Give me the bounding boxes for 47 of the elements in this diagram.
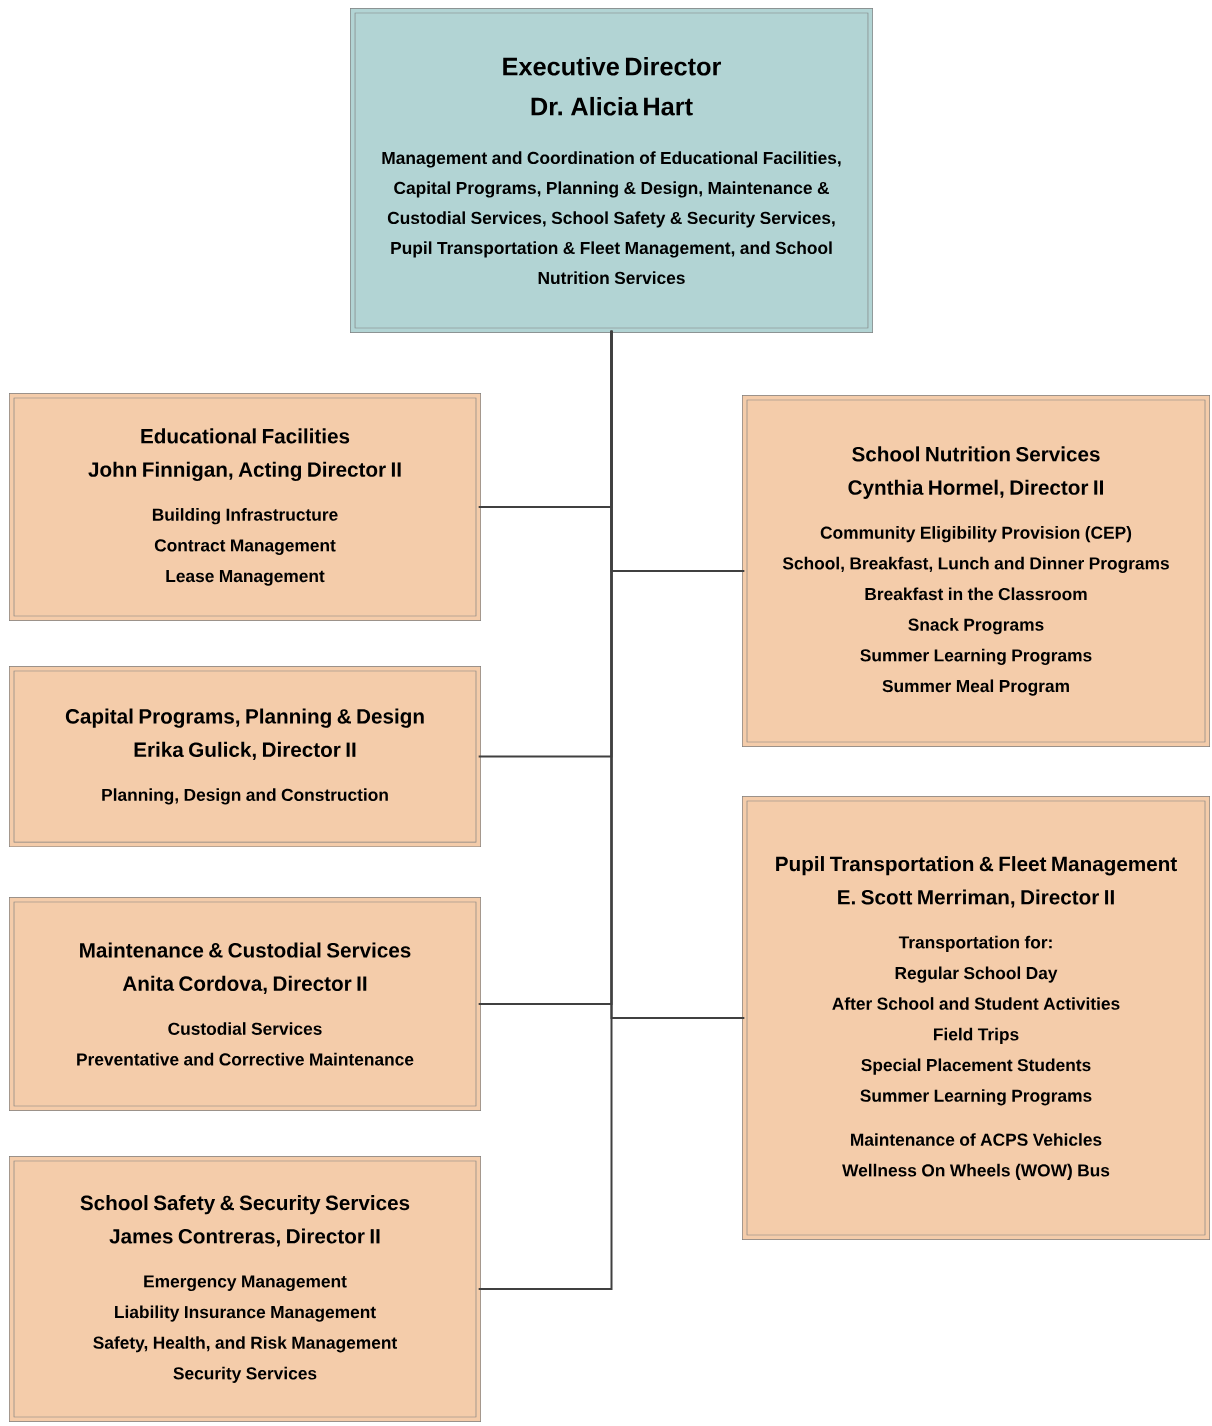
org-box	[742, 395, 1210, 747]
responsibility-item: Maintenance of ACPS Vehicles	[851, 1133, 1102, 1146]
responsibility-item: Field Trips	[934, 1027, 1019, 1044]
director-name: James Contreras, Director II	[109, 1228, 380, 1247]
responsibility-item: Summer Meal Program	[882, 679, 1069, 696]
responsibility-item: School, Breakfast, Lunch and Dinner Programs	[782, 556, 1169, 573]
box-heading: Capital Programs, Planning & Design	[65, 708, 424, 728]
org-box	[742, 796, 1210, 1240]
responsibility-item: Summer Learning Programs	[860, 648, 1092, 665]
responsibility-item: Custodial Services	[168, 1022, 322, 1035]
box-heading: Pupil Transportation & Fleet Management	[776, 856, 1177, 876]
org-box	[9, 393, 481, 621]
org-box	[9, 665, 481, 848]
director-name: E. Scott Merriman, Director II	[838, 889, 1114, 908]
responsibility-item: Liability Insurance Management	[115, 1305, 376, 1322]
responsibility-item: Breakfast in the Classroom	[865, 587, 1087, 601]
box-description: Management and Coordination of Educational Facilities, Capital Programs, Planning & Design, Maintenance & Custodial Services, School Safety & Security Services, Pupil Transportation & Fleet Management, and School Nutrition Services	[382, 151, 841, 285]
director-name: Dr. Alicia Hart	[531, 96, 693, 116]
responsibility-item: Building Infrastructure	[152, 508, 338, 525]
responsibility-item: Regular School Day	[895, 966, 1058, 983]
responsibility-item: Preventative and Corrective Maintenance	[77, 1052, 414, 1066]
director-name: Erika Gulick, Director II	[134, 741, 356, 760]
org-box	[9, 897, 481, 1111]
director-name: Anita Cordova, Director II	[122, 975, 367, 994]
responsibility-item: Security Services	[173, 1366, 317, 1383]
responsibility-item: Transportation for:	[898, 935, 1052, 952]
responsibility-item: Planning, Design and Construction	[102, 788, 388, 805]
responsibility-item: Snack Programs	[908, 618, 1044, 635]
box-heading: Educational Facilities	[141, 428, 350, 444]
connector-line	[477, 329, 613, 1290]
responsibility-item: Safety, Health, and Risk Management	[93, 1336, 397, 1353]
box-heading: Executive Director	[503, 56, 721, 76]
responsibility-item: Emergency Management	[144, 1275, 347, 1292]
responsibility-item: After School and Student Activities	[832, 997, 1120, 1010]
box-heading: School Nutrition Services	[852, 446, 1100, 462]
director-name: John Finnigan, Acting Director II	[88, 461, 401, 482]
responsibility-item: Summer Learning Programs	[860, 1089, 1092, 1106]
director-name: Cynthia Hormel, Director II	[848, 479, 1103, 499]
org-box	[9, 1156, 481, 1422]
responsibility-item: Special Placement Students	[861, 1058, 1091, 1075]
responsibility-item: Contract Management	[154, 539, 336, 555]
responsibility-item: Lease Management	[166, 570, 325, 586]
responsibility-item: Community Eligibility Provision (CEP)	[820, 526, 1132, 543]
responsibility-item: Wellness On Wheels (WOW) Bus	[842, 1163, 1110, 1180]
box-heading: School Safety & Security Services	[80, 1195, 410, 1215]
org-box	[350, 7, 873, 334]
box-heading: Maintenance & Custodial Services	[80, 942, 411, 958]
